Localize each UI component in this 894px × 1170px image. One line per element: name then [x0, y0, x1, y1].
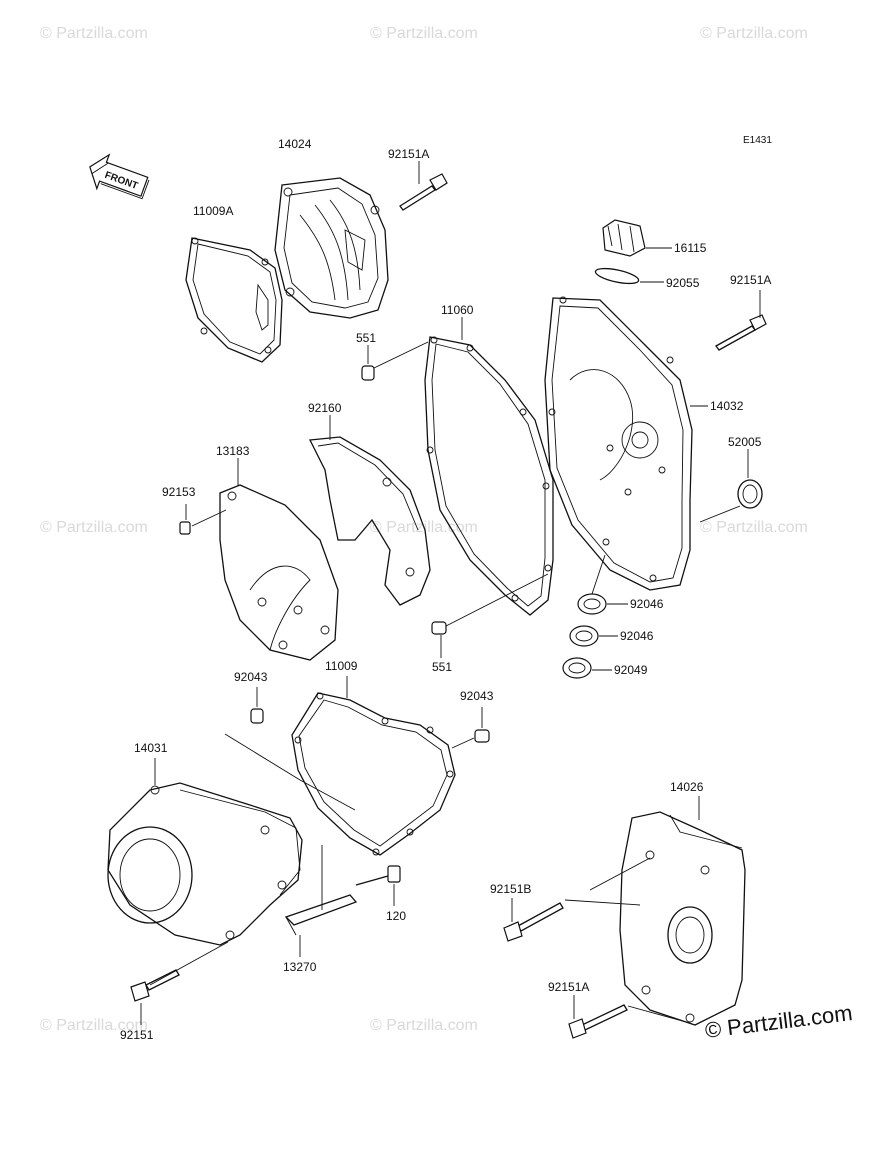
part-label-92043-right[interactable]: 92043	[460, 689, 494, 703]
gasket-11009-drawing	[291, 676, 456, 856]
copyright-text: © Partzilla.com	[704, 1000, 854, 1043]
part-label-551-bottom[interactable]: 551	[432, 660, 452, 674]
part-label-92153[interactable]: 92153	[162, 485, 196, 499]
watermark: © Partzilla.com	[370, 25, 478, 42]
bolt-92151-drawing	[130, 969, 180, 1025]
bearing-92046-a-drawing	[577, 554, 628, 615]
part-labels: 14024 92151A 11009A 16115 92055 92151A 1…	[120, 137, 771, 1042]
part-label-11060[interactable]: 11060	[441, 303, 474, 317]
part-label-14032[interactable]: 14032	[710, 399, 744, 413]
clamp-13270-drawing	[284, 845, 358, 957]
part-label-92049[interactable]: 92049	[614, 663, 648, 677]
bolt-92151a-right-drawing	[715, 290, 767, 351]
part-label-52005[interactable]: 52005	[728, 435, 762, 449]
part-label-13270[interactable]: 13270	[283, 960, 317, 974]
part-label-16115[interactable]: 16115	[674, 241, 707, 255]
watermark: © Partzilla.com	[700, 519, 808, 536]
watermark: © Partzilla.com	[40, 1017, 148, 1034]
part-label-551-top[interactable]: 551	[356, 331, 376, 345]
screw-92153-drawing	[179, 504, 227, 535]
part-label-120[interactable]: 120	[386, 909, 406, 923]
seal-52005-drawing	[699, 449, 763, 523]
watermark: © Partzilla.com	[370, 1017, 478, 1034]
part-label-92151a-top[interactable]: 92151A	[388, 147, 429, 161]
part-label-92055[interactable]: 92055	[666, 276, 700, 290]
oring-92055-drawing	[594, 267, 664, 285]
cover-14031-drawing	[107, 758, 303, 986]
dowel-92043-left-drawing	[224, 687, 301, 781]
dowel-92043-right-drawing	[451, 707, 490, 749]
bolt-92151a-top-drawing	[399, 161, 448, 211]
part-label-92151a-right[interactable]: 92151A	[730, 273, 771, 287]
watermark: © Partzilla.com	[40, 519, 148, 536]
bolt-92151b-drawing	[503, 857, 651, 942]
part-label-92151[interactable]: 92151	[120, 1028, 154, 1042]
dowel-551-top-drawing	[361, 341, 429, 381]
part-label-92046-b[interactable]: 92046	[620, 629, 654, 643]
oil-cap-16115-drawing	[602, 219, 672, 257]
bolt-92151a-bottom-drawing	[568, 995, 687, 1039]
dowel-551-bottom-drawing	[431, 573, 549, 658]
part-label-14026[interactable]: 14026	[670, 780, 704, 794]
watermark: © Partzilla.com	[700, 25, 808, 42]
plate-92160-drawing	[308, 415, 431, 606]
part-label-92160[interactable]: 92160	[308, 401, 342, 415]
front-arrow-icon: FRONT	[89, 153, 150, 200]
watermark-group: © Partzilla.com © Partzilla.com © Partzi…	[40, 25, 808, 1034]
part-label-11009[interactable]: 11009	[325, 659, 358, 673]
part-label-11009a[interactable]: 11009A	[193, 204, 233, 218]
diagram-code: E1431	[743, 135, 772, 146]
gasket-11009a-drawing	[185, 237, 283, 363]
plate-13183-drawing	[219, 458, 339, 661]
part-label-14031[interactable]: 14031	[134, 741, 168, 755]
cover-14024-drawing	[274, 177, 389, 319]
part-label-13183[interactable]: 13183	[216, 444, 250, 458]
part-label-92151a-bottom[interactable]: 92151A	[548, 980, 589, 994]
bearing-92046-b-drawing	[569, 625, 618, 647]
part-label-92043-left[interactable]: 92043	[234, 670, 268, 684]
seal-92049-drawing	[562, 657, 612, 679]
part-label-92046-a[interactable]: 92046	[630, 597, 664, 611]
screw-120-drawing	[355, 865, 401, 906]
watermark: © Partzilla.com	[40, 25, 148, 42]
gasket-11060-drawing	[424, 317, 554, 616]
cover-14026-drawing	[619, 796, 746, 1026]
cover-14032-drawing	[544, 296, 708, 591]
part-label-14024[interactable]: 14024	[278, 137, 312, 151]
part-label-92151b[interactable]: 92151B	[490, 882, 531, 896]
